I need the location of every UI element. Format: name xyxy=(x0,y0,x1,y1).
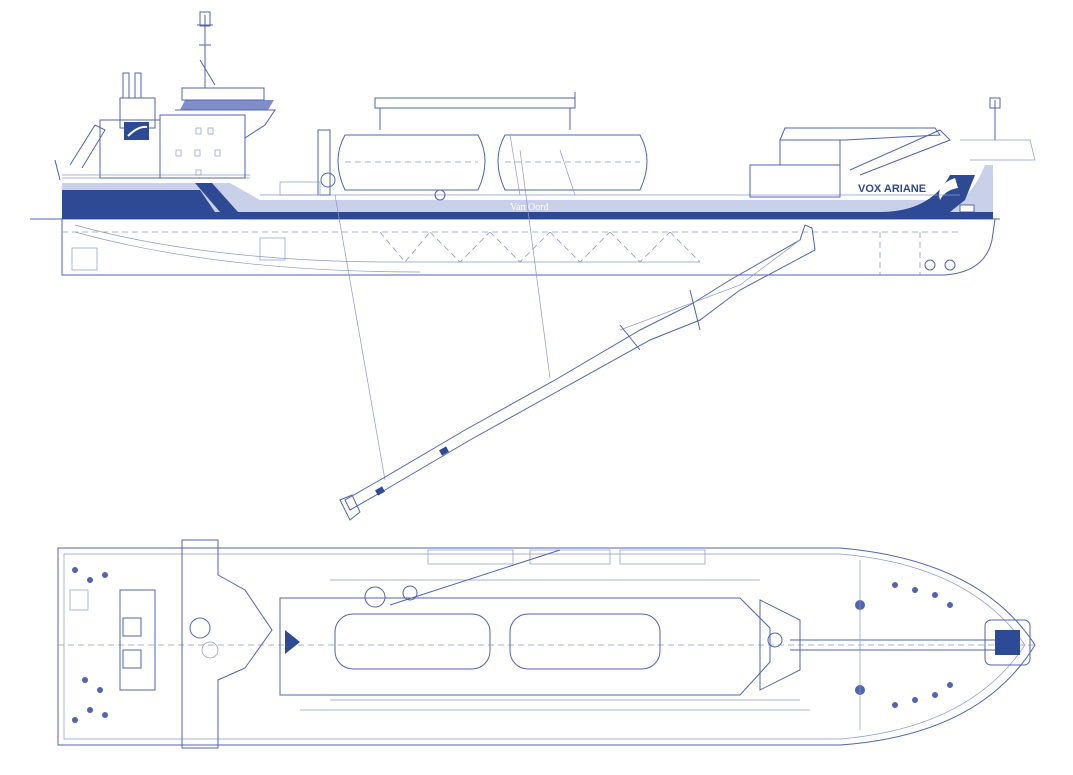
tank-forward xyxy=(497,134,648,191)
hull-band xyxy=(62,175,993,219)
suction-drag-arm xyxy=(339,224,816,521)
hopper xyxy=(279,597,771,696)
plan-tank-forward xyxy=(509,613,661,670)
bridge-roof xyxy=(180,100,274,110)
suspension-wire-mid xyxy=(519,149,551,379)
forecastle-structures xyxy=(749,97,1036,213)
mast xyxy=(197,15,216,88)
drag-head xyxy=(339,494,361,521)
aft-bollards xyxy=(72,567,108,723)
plan-tank-aft xyxy=(334,613,491,670)
lower-hull-outline xyxy=(61,218,996,276)
ship-name-text: VOX ARIANE xyxy=(858,183,926,195)
mid-deck-equipment xyxy=(279,92,648,201)
aft-crane xyxy=(69,124,106,169)
fore-crane xyxy=(849,129,951,176)
suction-pipe-gantry xyxy=(317,129,331,196)
accommodation-superstructure xyxy=(54,11,276,181)
suspension-wire-aft xyxy=(334,194,386,481)
plan-drag-arm xyxy=(389,549,561,606)
hopper-compartments xyxy=(379,231,921,275)
gantry-crane xyxy=(374,97,576,109)
hull-side xyxy=(62,165,993,218)
plan-deckhouse xyxy=(181,539,273,749)
company-logo-panel xyxy=(124,122,149,140)
side-elevation: Van Oord VOX ARIANE xyxy=(30,11,1036,521)
bow-coupling xyxy=(984,619,1031,666)
tank-aft xyxy=(337,134,486,191)
plan-hull-outline xyxy=(57,547,1036,746)
hull-marking-text: Van Oord xyxy=(510,202,549,213)
deck-plan xyxy=(57,539,1036,749)
